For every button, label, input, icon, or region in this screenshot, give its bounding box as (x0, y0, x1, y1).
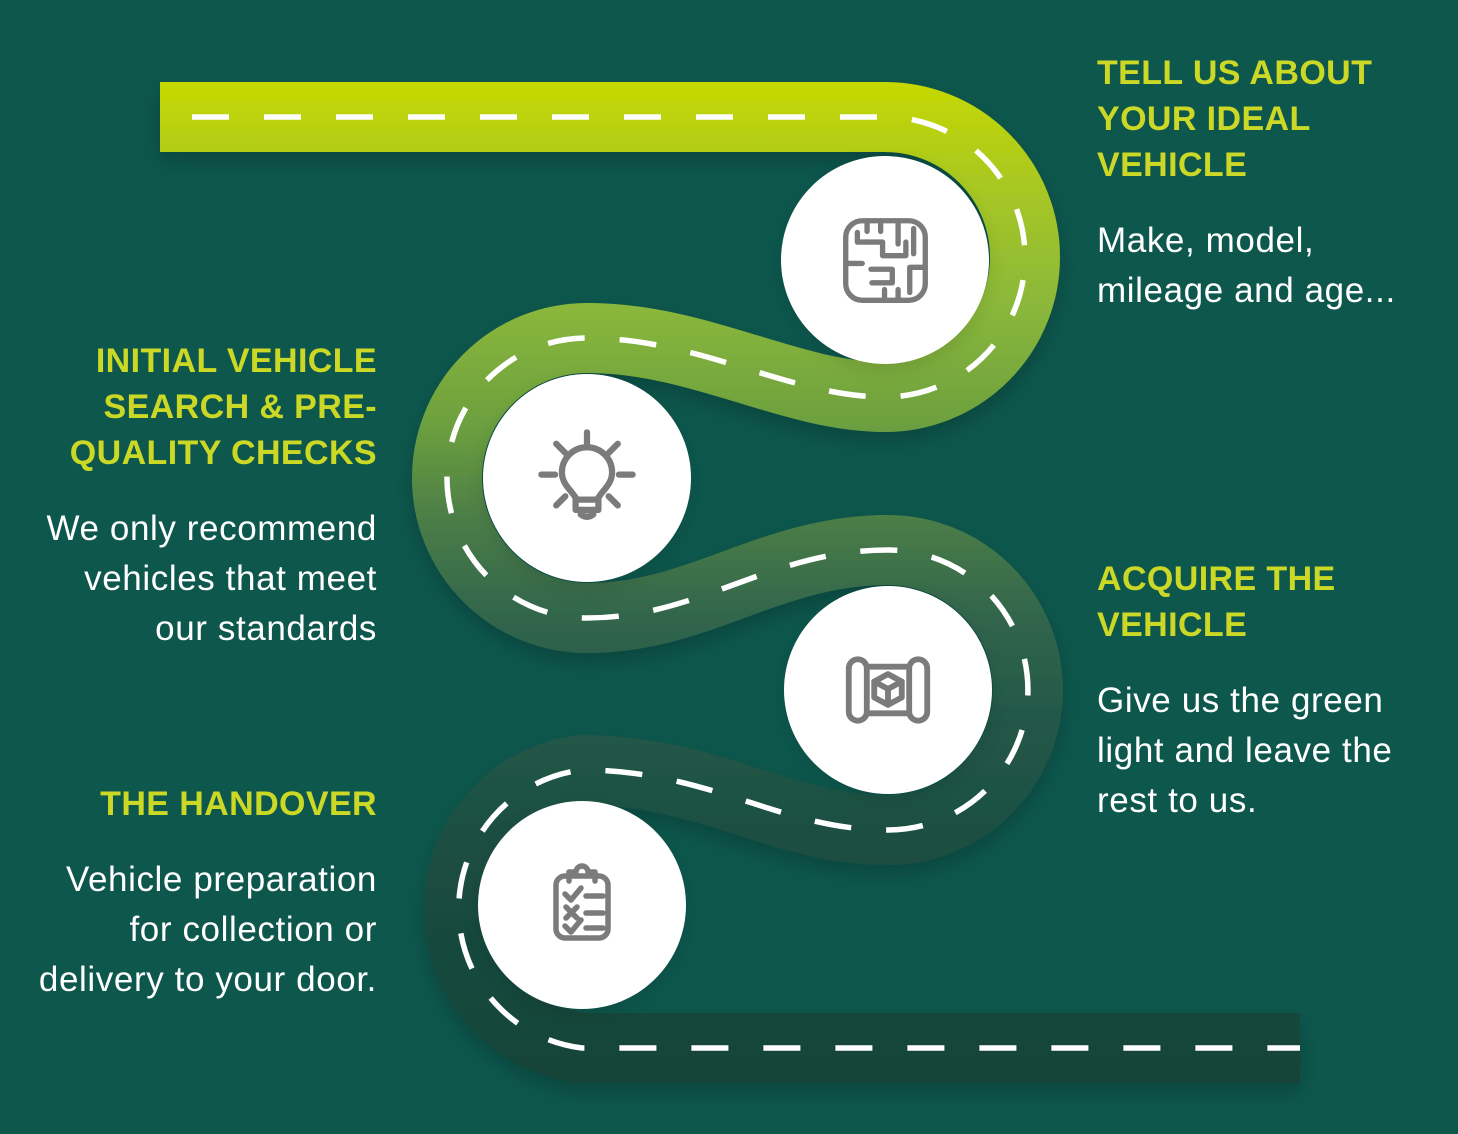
step-1-text-block: TELL US ABOUT YOUR IDEAL VEHICLE Make, m… (1097, 50, 1396, 316)
step-1-title-line-3: VEHICLE (1097, 146, 1248, 184)
step-2-description-line-3: our standards (155, 609, 377, 648)
step-3-title: ACQUIRE THE VEHICLE (1097, 556, 1393, 648)
step-4-description-line-3: delivery to your door. (38, 960, 377, 999)
step-3-node (784, 586, 992, 794)
step-2-title-line-1: INITIAL VEHICLE (95, 342, 377, 380)
maze-icon (842, 217, 928, 303)
clipboard-checklist-icon (553, 863, 611, 941)
step-4-title-line-1: THE HANDOVER (100, 785, 377, 823)
step-4-node (478, 801, 686, 1009)
step-2-title: INITIAL VEHICLE SEARCH & PRE- QUALITY CH… (46, 338, 377, 476)
step-2-description-line-2: vehicles that meet (84, 559, 377, 598)
step-1-description: Make, model, mileage and age... (1097, 216, 1396, 316)
step-2-title-line-2: SEARCH & PRE- (103, 388, 377, 426)
step-1-title-line-2: YOUR IDEAL (1097, 100, 1311, 138)
step-3-title-line-2: VEHICLE (1097, 606, 1248, 644)
step-4-text-block: THE HANDOVER Vehicle preparation for col… (39, 781, 377, 1005)
step-2-text-block: INITIAL VEHICLE SEARCH & PRE- QUALITY CH… (46, 338, 377, 654)
blueprint-cube-icon (845, 656, 931, 724)
step-1-title: TELL US ABOUT YOUR IDEAL VEHICLE (1097, 50, 1396, 188)
step-2-description-line-1: We only recommend (46, 509, 377, 548)
step-3-description-line-3: rest to us. (1097, 781, 1258, 820)
step-2-description: We only recommend vehicles that meet our… (46, 504, 377, 654)
step-3-text-block: ACQUIRE THE VEHICLE Give us the green li… (1097, 556, 1393, 826)
step-3-title-line-1: ACQUIRE THE (1097, 560, 1336, 598)
step-1-title-line-1: TELL US ABOUT (1097, 54, 1373, 92)
step-4-description-line-2: for collection or (129, 910, 377, 949)
step-3-description: Give us the green light and leave the re… (1097, 676, 1393, 826)
step-2-node (483, 374, 691, 582)
lightbulb-icon (538, 429, 636, 520)
step-1-node (781, 156, 989, 364)
step-3-description-line-1: Give us the green (1097, 681, 1384, 720)
step-1-description-line-1: Make, model, (1097, 221, 1315, 260)
step-4-description-line-1: Vehicle preparation (65, 860, 377, 899)
road-centerline-dashes (160, 114, 1300, 1051)
step-2-title-line-3: QUALITY CHECKS (69, 434, 377, 472)
step-4-description: Vehicle preparation for collection or de… (39, 855, 377, 1005)
step-1-description-line-2: mileage and age... (1097, 271, 1396, 310)
step-3-description-line-2: light and leave the (1097, 731, 1393, 770)
step-4-title: THE HANDOVER (39, 781, 377, 827)
